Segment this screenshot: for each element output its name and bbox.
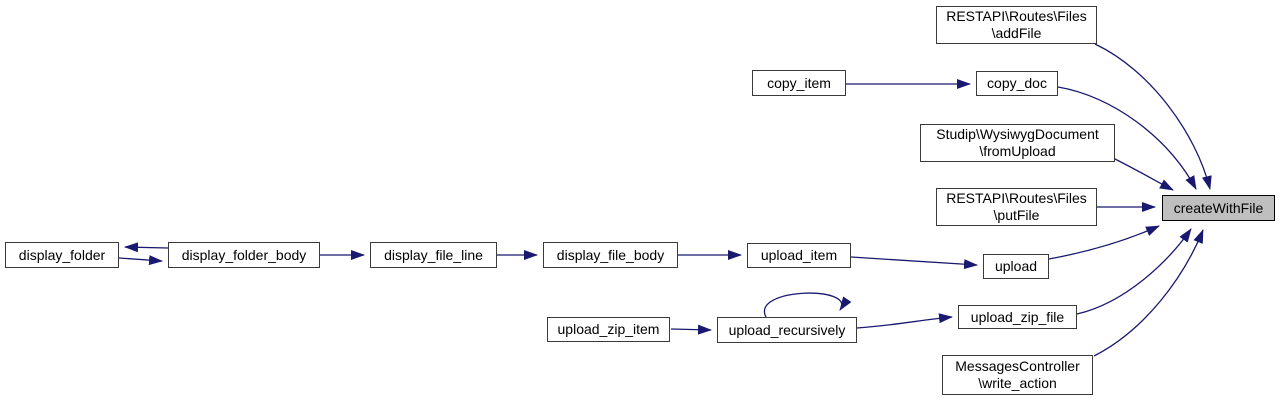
node-label: \addFile [991, 25, 1042, 41]
node-label: upload_zip_file [970, 308, 1065, 325]
node-upload_recursively[interactable]: upload_recursively [717, 317, 857, 343]
node-label: createWithFile [1173, 199, 1264, 216]
edge-messages_write_action-to-createwithfile [1093, 229, 1204, 357]
node-label: display_folder_body [181, 246, 307, 263]
node-label: display_file_line [384, 246, 483, 263]
node-label: RESTAPI\Routes\Files [946, 8, 1087, 24]
node-wysiwyg_fromupload[interactable]: Studip\WysiwygDocument\fromUpload [920, 124, 1115, 162]
node-copy_doc[interactable]: copy_doc [976, 71, 1058, 96]
edge-copy_doc-to-createwithfile [1057, 86, 1197, 190]
node-display_file_body[interactable]: display_file_body [543, 242, 678, 268]
node-upload_zip_file[interactable]: upload_zip_file [958, 305, 1077, 329]
node-label: upload_recursively [728, 321, 846, 338]
node-restapi_addfile[interactable]: RESTAPI\Routes\Files\addFile [936, 6, 1097, 44]
node-label: Studip\WysiwygDocument [936, 126, 1099, 142]
node-label: \fromUpload [979, 143, 1056, 159]
node-label: copy_doc [987, 75, 1047, 91]
edge-restapi_addfile-to-createwithfile [1094, 43, 1212, 190]
edge-display_folder_body-to-display_folder [124, 242, 169, 253]
edge-upload_item-to-upload [850, 256, 978, 270]
node-label: MessagesController [955, 358, 1080, 374]
node-display_file_line[interactable]: display_file_line [370, 242, 497, 268]
node-copy_item[interactable]: copy_item [752, 70, 846, 96]
node-upload_zip_item[interactable]: upload_zip_item [547, 317, 670, 342]
node-label: upload_zip_item [557, 321, 660, 337]
node-createwithfile[interactable]: createWithFile [1162, 195, 1275, 221]
node-label: \putFile [993, 207, 1040, 223]
edge-upload-to-createwithfile [1048, 225, 1160, 260]
edge-upload_zip_file-to-createwithfile [1076, 228, 1192, 315]
node-label: display_file_body [556, 246, 665, 263]
edge-wysiwyg_fromupload-to-createwithfile [1112, 157, 1174, 191]
node-upload_item[interactable]: upload_item [747, 243, 851, 268]
edge-upload_recursively-to-upload_zip_file [856, 313, 953, 329]
node-label: copy_item [767, 74, 831, 91]
node-restapi_putfile[interactable]: RESTAPI\Routes\Files\putFile [936, 188, 1097, 226]
node-upload[interactable]: upload [983, 254, 1049, 279]
edge-display_folder-to-display_folder_body [118, 255, 163, 266]
node-label: RESTAPI\Routes\Files [946, 190, 1087, 206]
edge-upload_zip_item-to-upload_recursively [670, 324, 712, 335]
node-display_folder[interactable]: display_folder [5, 242, 119, 268]
node-label: display_folder [18, 246, 106, 263]
edge-upload_recursively-to-upload_recursively [763, 292, 852, 318]
node-display_folder_body[interactable]: display_folder_body [168, 242, 320, 268]
node-label: upload [994, 258, 1038, 274]
node-messages_write_action[interactable]: MessagesController\write_action [942, 355, 1093, 395]
node-label: \write_action [978, 375, 1057, 391]
node-label: upload_item [760, 247, 838, 263]
